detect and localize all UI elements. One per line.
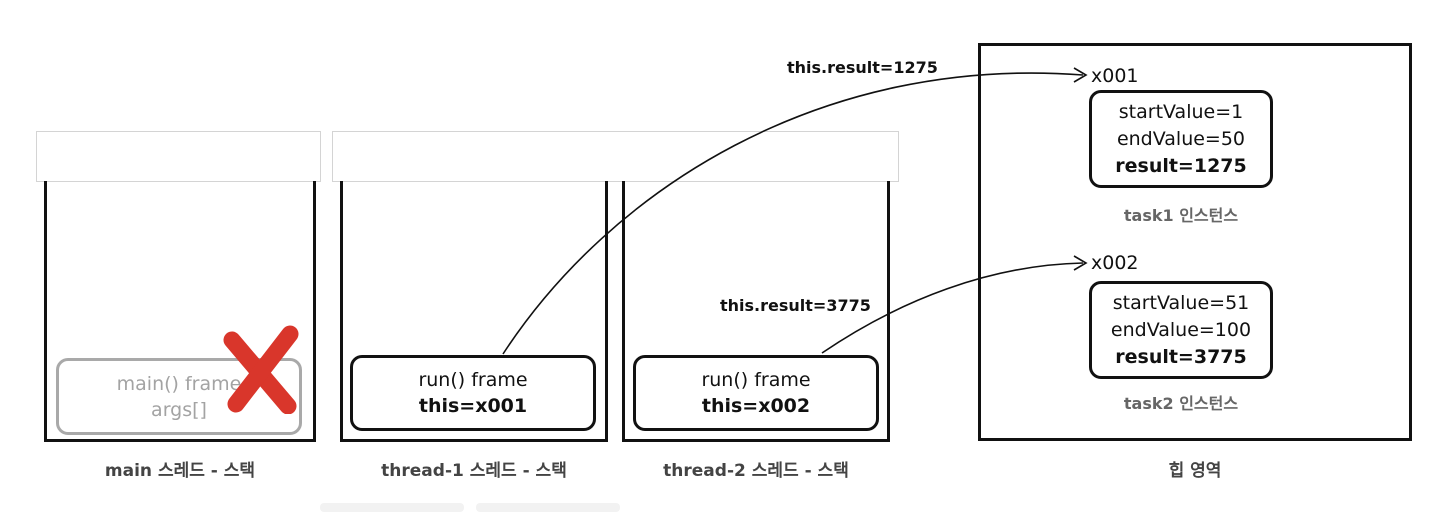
task2-instance: startValue=51 endValue=100 result=3775 xyxy=(1089,281,1273,379)
terminated-cross-icon xyxy=(223,325,299,414)
thread1-stack xyxy=(340,181,608,442)
thread1-arrow-label: this.result=1275 xyxy=(787,58,938,77)
thread2-arrow-head xyxy=(1073,255,1088,271)
thread2-stack xyxy=(622,181,890,442)
main-frame-title: main() frame xyxy=(116,372,242,395)
thread1-arrow-head xyxy=(1073,67,1088,83)
heap-caption: 힙 영역 xyxy=(1168,461,1222,481)
heap-area xyxy=(978,43,1412,441)
main-stack-caption: main 스레드 - 스택 xyxy=(104,461,256,481)
thread1-frame-title: run() frame xyxy=(418,369,528,391)
thread1-stack-caption: thread-1 스레드 - 스택 xyxy=(381,461,567,481)
thread2-frame-this: this=x002 xyxy=(701,395,811,417)
task1-address: x001 xyxy=(1091,65,1139,87)
bottom-stub-1 xyxy=(320,503,464,512)
thread-stacks-lid xyxy=(332,131,899,182)
main-stack xyxy=(44,181,316,442)
thread2-frame-title: run() frame xyxy=(701,369,811,391)
thread2-stack-caption: thread-2 스레드 - 스택 xyxy=(663,461,849,481)
thread1-run-frame: run() frame this=x001 xyxy=(350,355,596,431)
task1-caption: task1 인스턴스 xyxy=(1123,206,1239,225)
task1-start-value: startValue=1 xyxy=(1118,100,1244,123)
task1-instance: startValue=1 endValue=50 result=1275 xyxy=(1089,90,1273,188)
thread2-reference-arrow xyxy=(821,262,1084,354)
task2-result: result=3775 xyxy=(1115,345,1247,368)
thread1-frame-this: this=x001 xyxy=(418,395,528,417)
thread1-reference-arrow xyxy=(502,72,1084,355)
task2-address: x002 xyxy=(1091,252,1139,274)
task2-caption: task2 인스턴스 xyxy=(1123,394,1239,413)
task1-result: result=1275 xyxy=(1115,154,1247,177)
task2-start-value: startValue=51 xyxy=(1112,291,1250,314)
main-stack-lid xyxy=(36,131,321,182)
bottom-stub-2 xyxy=(476,503,620,512)
task2-end-value: endValue=100 xyxy=(1110,318,1252,341)
thread2-run-frame: run() frame this=x002 xyxy=(633,355,879,431)
main-frame-args: args[] xyxy=(151,398,207,421)
thread2-arrow-label: this.result=3775 xyxy=(720,296,871,315)
task1-end-value: endValue=50 xyxy=(1116,127,1246,150)
